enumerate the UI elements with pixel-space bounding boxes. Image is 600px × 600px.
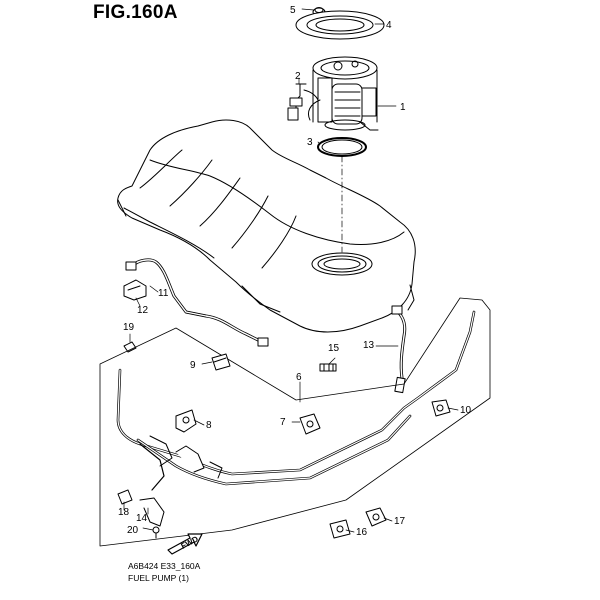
part-11-breather-hose: [125, 258, 269, 347]
part-7-clamp: [299, 413, 321, 435]
callout-16: 16: [356, 527, 368, 538]
leader-lines: [123, 8, 459, 533]
callout-20: 20: [127, 525, 139, 536]
callout-15: 15: [328, 343, 340, 354]
callout-labels: 5 4 2 1 3 11 12 19 13 15 9 6 10 7 8 18 1…: [118, 5, 472, 538]
part-4-lock-ring: [295, 10, 385, 40]
part-19-clip: [123, 341, 137, 353]
part-3-gasket: [317, 137, 367, 157]
callout-3: 3: [307, 137, 313, 148]
part-8-clamp: [175, 409, 197, 433]
part-14-bracket: [139, 497, 165, 527]
callout-17: 17: [394, 516, 406, 527]
part-10-clamp: [431, 399, 451, 417]
part-15-clip: [319, 363, 337, 372]
fuel-tank: [117, 119, 416, 333]
figure-name: FUEL PUMP (1): [128, 573, 189, 583]
callout-1: 1: [400, 102, 406, 113]
callout-5: 5: [290, 5, 296, 16]
part-18-clip: [117, 489, 133, 505]
callout-11: 11: [158, 288, 169, 299]
callout-14: 14: [136, 513, 148, 524]
assembly-frame: [99, 297, 491, 547]
callout-4: 4: [386, 20, 392, 31]
fwd-arrow-icon: [167, 533, 203, 555]
callout-6: 6: [296, 372, 302, 383]
callout-7: 7: [280, 417, 286, 428]
part-17-clamp: [365, 507, 387, 527]
part-1-fuel-pump-assembly: [307, 56, 379, 131]
part-9-clamp: [211, 353, 231, 371]
callout-9: 9: [190, 360, 196, 371]
callout-12: 12: [137, 305, 149, 316]
part-13-vent-hose: [391, 305, 407, 394]
callout-18: 18: [118, 507, 130, 518]
figure-code: A6B424 E33_160A: [128, 561, 201, 571]
callout-10: 10: [460, 405, 472, 416]
part-20-bolt: [152, 526, 160, 539]
callout-2: 2: [295, 71, 301, 82]
callout-13: 13: [363, 340, 375, 351]
part-6-fuel-pipe: [116, 310, 476, 491]
callout-8: 8: [206, 420, 212, 431]
part-12-bracket: [123, 279, 147, 301]
part-16-clamp: [329, 519, 351, 539]
callout-19: 19: [123, 322, 135, 333]
part-2-harness: [287, 83, 319, 121]
figure-title: FIG.160A: [93, 2, 178, 23]
